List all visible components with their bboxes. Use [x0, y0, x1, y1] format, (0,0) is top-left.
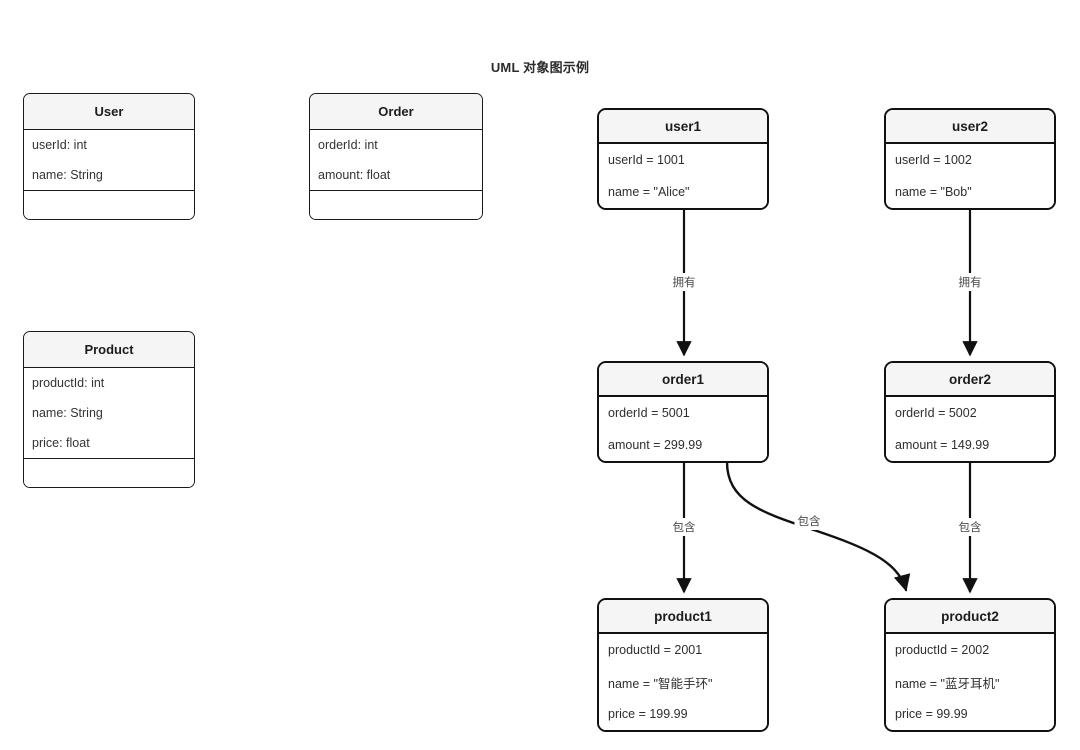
class-box-user[interactable]: User userId: int name: String [23, 93, 195, 220]
edge-label-user2-order2: 拥有 [955, 273, 985, 291]
edge-label-order1-product1: 包含 [669, 518, 699, 536]
class-operations-product [24, 459, 194, 487]
class-operations-user [24, 191, 194, 219]
class-attribute: userId: int [32, 138, 87, 152]
class-name-order: Order [310, 94, 482, 130]
object-name-product2: product2 [886, 600, 1054, 634]
object-box-order2[interactable]: order2 orderId = 5002 amount = 149.99 [884, 361, 1056, 463]
class-name-user: User [24, 94, 194, 130]
object-slots-order1: orderId = 5001 amount = 299.99 [599, 397, 767, 461]
object-slot: name = "Bob" [895, 185, 972, 199]
object-name-order1: order1 [599, 363, 767, 397]
object-name-order2: order2 [886, 363, 1054, 397]
object-slot: name = "智能手环" [608, 676, 713, 691]
object-slots-product1: productId = 2001 name = "智能手环" price = 1… [599, 634, 767, 730]
class-attribute: amount: float [318, 168, 391, 182]
class-name-product: Product [24, 332, 194, 368]
page-title: UML 对象图示例 [490, 60, 590, 75]
object-slot: price = 199.99 [608, 707, 688, 721]
object-slots-user1: userId = 1001 name = "Alice" [599, 144, 767, 208]
class-attributes-product: productId: int name: String price: float [24, 368, 194, 459]
class-box-product[interactable]: Product productId: int name: String pric… [23, 331, 195, 488]
object-name-user1: user1 [599, 110, 767, 144]
class-attribute: productId: int [32, 376, 105, 390]
object-box-user2[interactable]: user2 userId = 1002 name = "Bob" [884, 108, 1056, 210]
object-slot: productId = 2001 [608, 643, 703, 657]
object-slot: amount = 299.99 [608, 438, 703, 452]
object-slot: userId = 1002 [895, 153, 972, 167]
class-operations-order [310, 191, 482, 219]
object-name-product1: product1 [599, 600, 767, 634]
object-slot: price = 99.99 [895, 707, 968, 721]
object-slots-user2: userId = 1002 name = "Bob" [886, 144, 1054, 208]
object-box-product1[interactable]: product1 productId = 2001 name = "智能手环" … [597, 598, 769, 732]
object-box-product2[interactable]: product2 productId = 2002 name = "蓝牙耳机" … [884, 598, 1056, 732]
edge-label-user1-order1: 拥有 [669, 273, 699, 291]
object-slots-product2: productId = 2002 name = "蓝牙耳机" price = 9… [886, 634, 1054, 730]
object-box-user1[interactable]: user1 userId = 1001 name = "Alice" [597, 108, 769, 210]
object-slot: userId = 1001 [608, 153, 685, 167]
class-attributes-user: userId: int name: String [24, 130, 194, 191]
object-slot: name = "蓝牙耳机" [895, 676, 1000, 691]
object-name-user2: user2 [886, 110, 1054, 144]
object-slot: orderId = 5002 [895, 406, 977, 420]
class-attribute: name: String [32, 406, 103, 420]
class-box-order[interactable]: Order orderId: int amount: float [309, 93, 483, 220]
edge-label-order2-product2: 包含 [955, 518, 985, 536]
object-slots-order2: orderId = 5002 amount = 149.99 [886, 397, 1054, 461]
object-slot: productId = 2002 [895, 643, 990, 657]
object-slot: amount = 149.99 [895, 438, 990, 452]
object-box-order1[interactable]: order1 orderId = 5001 amount = 299.99 [597, 361, 769, 463]
class-attribute: price: float [32, 436, 90, 450]
object-slot: name = "Alice" [608, 185, 690, 199]
object-slot: orderId = 5001 [608, 406, 690, 420]
class-attributes-order: orderId: int amount: float [310, 130, 482, 191]
class-attribute: orderId: int [318, 138, 378, 152]
edge-label-order1-product2: 包含 [794, 512, 824, 530]
class-attribute: name: String [32, 168, 103, 182]
